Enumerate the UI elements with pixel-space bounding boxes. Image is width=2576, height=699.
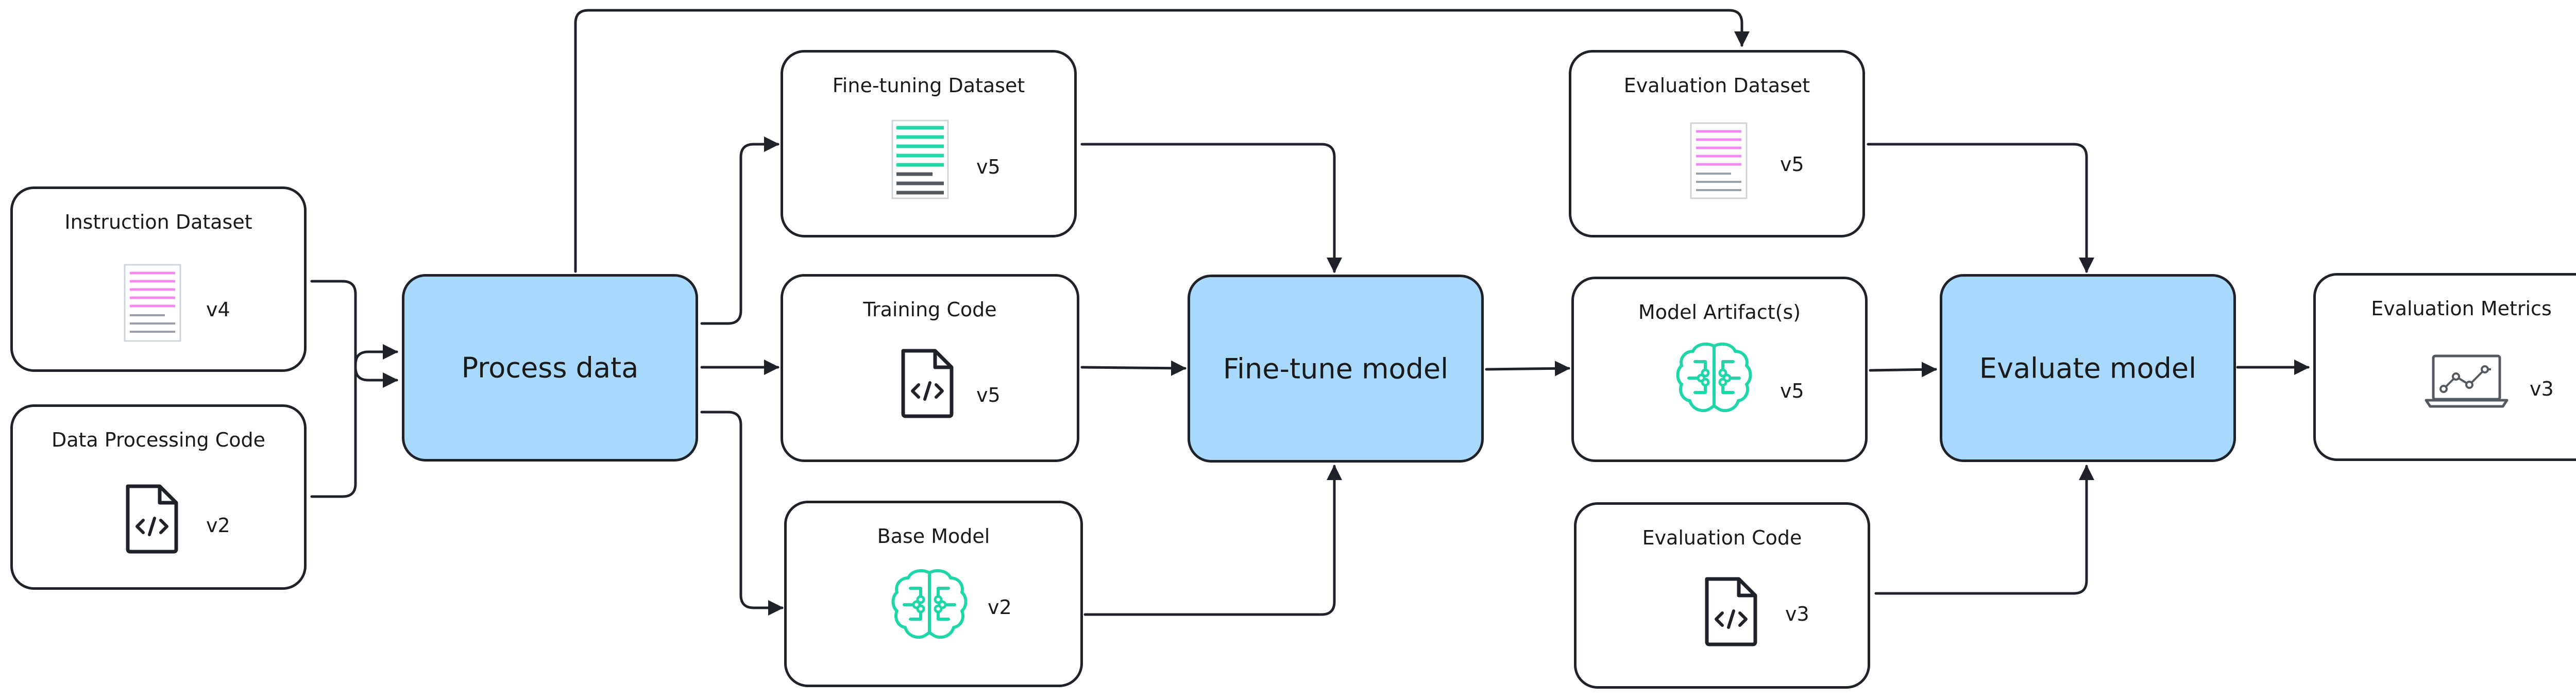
base-model-node[interactable]: Base Model v2 bbox=[784, 501, 1083, 687]
code-file-icon bbox=[126, 484, 178, 554]
node-title: Evaluation Dataset bbox=[1623, 74, 1810, 97]
edge-finetuning-dataset-to-finetune bbox=[1080, 143, 1342, 273]
edge-process-to-base-model bbox=[700, 411, 784, 616]
version-label: v4 bbox=[206, 298, 230, 321]
edge-instruction-to-process bbox=[310, 280, 398, 388]
node-title: Model Artifact(s) bbox=[1638, 301, 1801, 323]
finetune-model-node[interactable]: Fine-tune model bbox=[1188, 275, 1484, 463]
node-title: Data Processing Code bbox=[51, 429, 266, 451]
edge-evaluation-code-to-evaluate bbox=[1874, 465, 2094, 595]
version-label: v5 bbox=[1780, 153, 1804, 176]
process-label: Process data bbox=[461, 351, 639, 384]
document-icon bbox=[1690, 122, 1748, 199]
version-label: v3 bbox=[2530, 378, 2554, 400]
data-processing-code-node[interactable]: Data Processing Code v2 bbox=[10, 404, 307, 590]
model-artifacts-node[interactable]: Model Artifact(s) v5 bbox=[1571, 277, 1868, 462]
process-label: Fine-tune model bbox=[1223, 352, 1449, 385]
edge-base-model-to-finetune bbox=[1083, 465, 1342, 616]
evaluation-metrics-node[interactable]: Evaluation Metrics v3 bbox=[2313, 273, 2576, 461]
code-file-icon bbox=[901, 349, 954, 418]
code-file-icon bbox=[1705, 577, 1757, 646]
version-label: v5 bbox=[1780, 380, 1804, 402]
document-icon bbox=[891, 120, 949, 199]
edge-finetune-to-model-artifacts bbox=[1485, 361, 1570, 377]
node-title: Evaluation Metrics bbox=[2371, 297, 2552, 320]
version-label: v5 bbox=[976, 156, 1001, 178]
edge-dataproc-to-process bbox=[310, 344, 398, 498]
process-data-node[interactable]: Process data bbox=[402, 274, 698, 462]
laptop-chart-icon bbox=[2425, 354, 2509, 408]
process-label: Evaluate model bbox=[1979, 352, 2197, 384]
node-title: Evaluation Code bbox=[1642, 526, 1802, 549]
version-label: v2 bbox=[206, 514, 230, 537]
version-label: v2 bbox=[988, 596, 1012, 619]
edge-training-code-to-finetune bbox=[1080, 360, 1187, 376]
training-code-node[interactable]: Training Code v5 bbox=[781, 274, 1079, 462]
evaluation-dataset-node[interactable]: Evaluation Dataset v5 bbox=[1569, 50, 1865, 237]
node-title: Instruction Dataset bbox=[64, 211, 252, 233]
document-icon bbox=[124, 264, 181, 342]
version-label: v3 bbox=[1785, 603, 1809, 625]
node-title: Training Code bbox=[863, 298, 997, 321]
instruction-dataset-node[interactable]: Instruction Dataset v4 bbox=[10, 186, 307, 372]
edge-model-artifacts-to-evaluate bbox=[1869, 362, 1937, 378]
version-label: v5 bbox=[976, 384, 1001, 406]
brain-circuit-icon bbox=[891, 569, 968, 639]
node-title: Fine-tuning Dataset bbox=[832, 74, 1025, 97]
node-title: Base Model bbox=[877, 525, 990, 548]
evaluation-code-node[interactable]: Evaluation Code v3 bbox=[1574, 502, 1870, 689]
edge-process-to-evaluation-dataset bbox=[574, 9, 1750, 273]
edge-evaluation-dataset-to-evaluate bbox=[1867, 143, 2094, 273]
edge-process-to-finetuning-dataset bbox=[700, 137, 779, 325]
brain-circuit-icon bbox=[1676, 342, 1752, 413]
finetuning-dataset-node[interactable]: Fine-tuning Dataset v5 bbox=[781, 50, 1077, 237]
evaluate-model-node[interactable]: Evaluate model bbox=[1940, 274, 2236, 462]
